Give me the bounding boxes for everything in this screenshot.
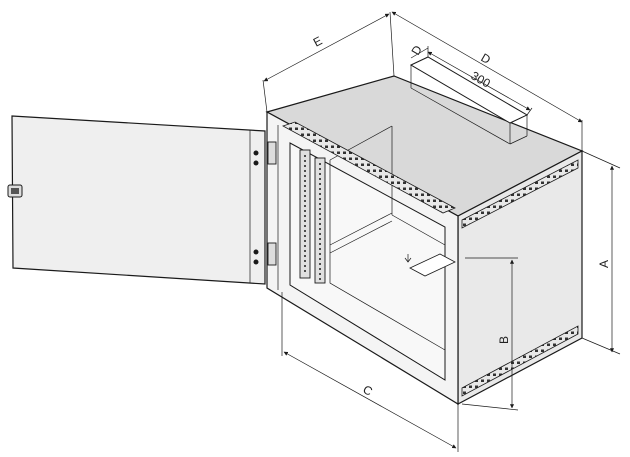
dimension-lines <box>262 11 621 452</box>
dim-label-c: C <box>361 382 376 399</box>
door-lock-icon <box>7 184 23 198</box>
dim-label-e: E <box>311 34 325 50</box>
cabinet-body <box>265 56 584 406</box>
dim-label-a: A <box>597 260 611 268</box>
dim-label-b: B <box>497 336 511 344</box>
dim-label-small-d: D <box>408 43 425 58</box>
dim-label-d: D <box>479 50 494 67</box>
door <box>7 115 266 285</box>
